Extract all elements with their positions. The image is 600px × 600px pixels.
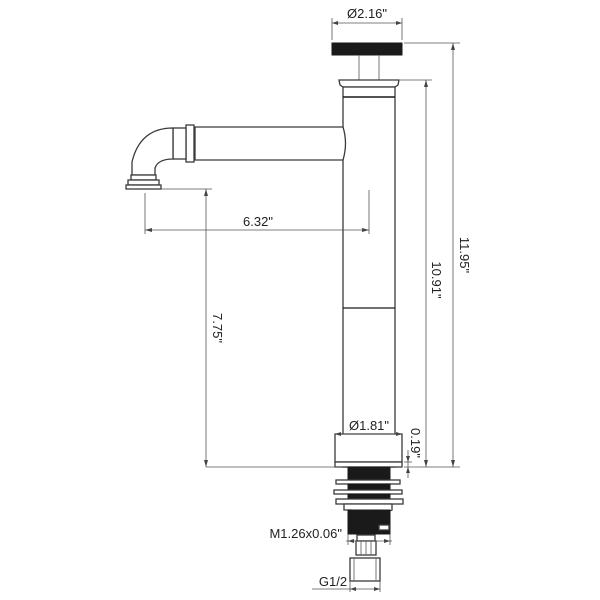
handle-knob — [331, 42, 403, 80]
dim-spout-height: 7.75" — [161, 188, 343, 468]
dim-label-connector-size: G1/2 — [319, 574, 347, 589]
dim-label-base-thickness: 0.19" — [408, 428, 423, 458]
dim-connector-size: G1/2 — [312, 574, 381, 592]
dim-total-height: 11.95" — [404, 42, 472, 468]
threaded-shank — [333, 466, 404, 582]
dim-label-thread-size: M1.26x0.06" — [269, 526, 342, 541]
spout — [125, 124, 347, 190]
dim-label-spout-height: 7.75" — [210, 313, 225, 343]
dim-base-diameter: Ø1.81" — [335, 418, 402, 436]
faucet-body — [334, 79, 403, 468]
dim-label-base-diameter: Ø1.81" — [349, 418, 389, 433]
dim-base-thickness: 0.19" — [404, 428, 423, 478]
dim-label-handle-diameter: Ø2.16" — [347, 6, 387, 21]
dim-spout-reach: 6.32" — [144, 190, 370, 234]
dim-label-body-height: 10.91" — [429, 261, 444, 299]
dim-thread-size: M1.26x0.06" — [269, 526, 392, 545]
dim-handle-diameter: Ø2.16" — [331, 6, 403, 40]
dim-body-height: 10.91" — [400, 79, 444, 467]
dim-label-total-height: 11.95" — [457, 237, 472, 274]
dim-label-spout-reach: 6.32" — [243, 214, 273, 229]
